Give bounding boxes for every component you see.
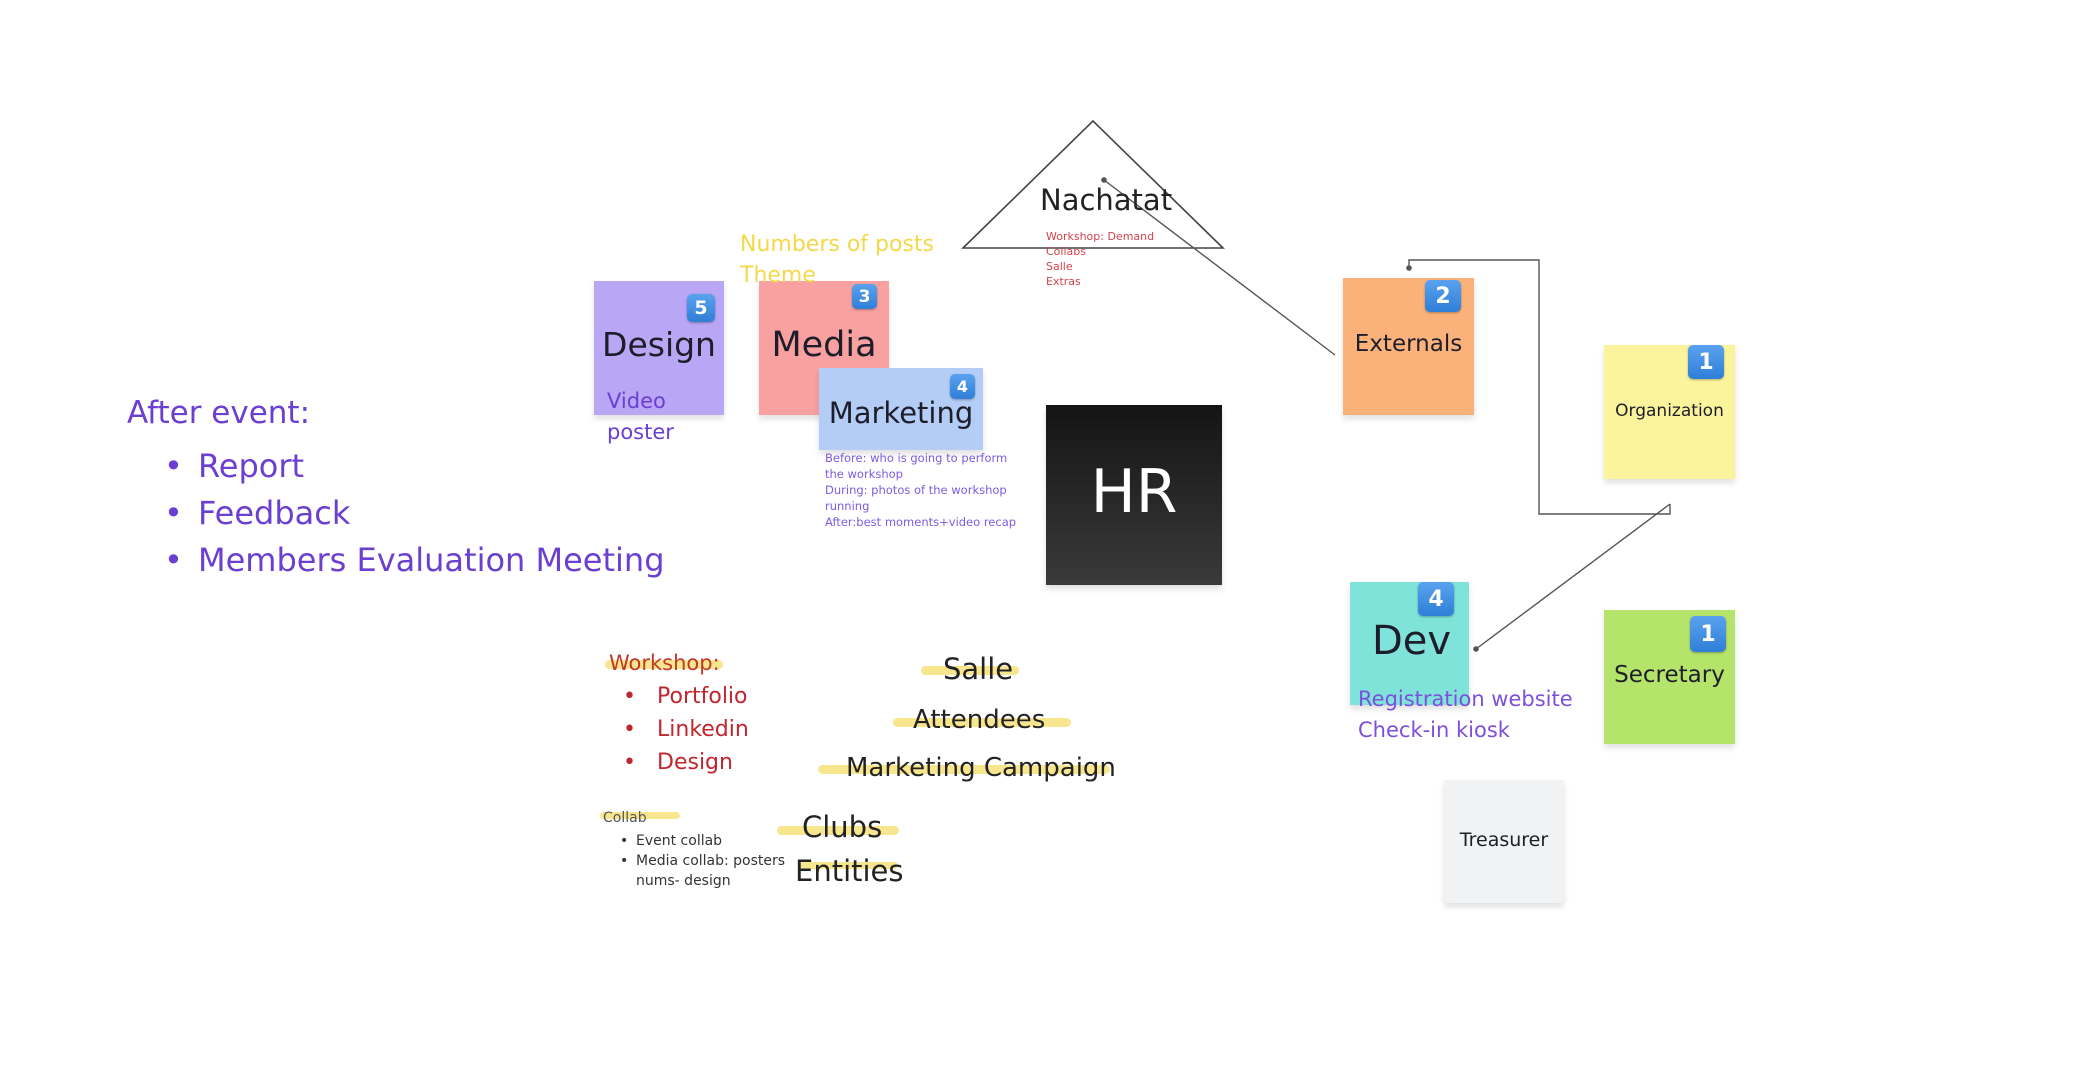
list-item: Feedback xyxy=(198,490,665,537)
nachatat-note: Workshop: Demand xyxy=(1046,230,1155,243)
list-item: •Media collab: posters xyxy=(620,853,786,869)
number-badge: 2 xyxy=(1425,280,1461,312)
subnote: poster xyxy=(607,420,674,444)
highlight-stroke xyxy=(893,718,1071,727)
marketing-note: Before: who is going to perform xyxy=(825,451,1008,465)
design-subnotes: Video poster xyxy=(607,386,674,448)
list-item: •Event collab xyxy=(620,833,723,849)
sticky-note-design[interactable]: 5 Design xyxy=(594,281,724,415)
keyword-marketing-campaign: Marketing Campaign xyxy=(846,753,1116,783)
after-event-list: Report Feedback Members Evaluation Meeti… xyxy=(198,443,665,584)
nachatat-note: Extras xyxy=(1046,275,1081,288)
keyword-clubs: Clubs xyxy=(802,810,883,844)
note-label: Design xyxy=(602,325,716,364)
media-notes: Numbers of posts Theme xyxy=(740,229,934,291)
list-item: Design xyxy=(657,746,749,779)
media-note: Numbers of posts xyxy=(740,232,935,257)
list-item: Members Evaluation Meeting xyxy=(198,537,665,584)
subnote: Video xyxy=(607,389,666,413)
marketing-notes: Before: who is going to perform the work… xyxy=(825,450,1016,530)
list-item-text: Media collab: posters xyxy=(636,853,786,869)
nachatat-note: Salle xyxy=(1046,260,1073,273)
number-badge: 3 xyxy=(852,284,877,309)
list-item-continued: nums- design xyxy=(636,873,731,889)
workshop-list: Portfolio Linkedin Design xyxy=(657,680,749,779)
sticky-note-secretary[interactable]: 1 Secretary xyxy=(1604,610,1735,744)
note-label: Treasurer xyxy=(1459,829,1549,851)
organization-to-externals-connector xyxy=(1406,259,1671,515)
highlight-stroke xyxy=(921,666,1019,675)
nachatat-note: Collabs xyxy=(1046,245,1086,258)
marketing-note: running xyxy=(825,499,870,513)
highlight-stroke xyxy=(777,826,899,835)
marketing-note: After:best moments+video recap xyxy=(825,515,1017,529)
note-label: Media xyxy=(771,325,877,365)
note-label: Marketing xyxy=(828,396,974,430)
number-badge: 4 xyxy=(950,374,975,399)
marketing-note: the workshop xyxy=(825,467,903,481)
keyword-salle: Salle xyxy=(943,652,1014,686)
workshop-title: Workshop: xyxy=(609,651,720,675)
collab-title: Collab xyxy=(603,810,647,826)
list-item: Report xyxy=(198,443,665,490)
sticky-note-organization[interactable]: 1 Organization xyxy=(1604,345,1735,479)
number-badge: 1 xyxy=(1688,345,1724,379)
externals-to-nachatat-connector xyxy=(1101,177,1336,356)
note-label: Externals xyxy=(1354,331,1463,357)
sticky-note-marketing[interactable]: 4 Marketing xyxy=(819,368,983,450)
nachatat-title: Nachatat xyxy=(1040,183,1173,217)
nachatat-triangle xyxy=(961,119,1225,249)
collab-list: •Event collab •Media collab: posters num… xyxy=(620,831,786,891)
dev-subnotes: Registration website Check-in kiosk xyxy=(1358,684,1573,746)
highlight-stroke xyxy=(600,812,680,819)
number-badge: 1 xyxy=(1690,616,1726,652)
number-badge: 5 xyxy=(687,294,715,322)
keyword-entities: Entities xyxy=(795,854,904,888)
highlight-stroke xyxy=(605,660,723,669)
list-item: Portfolio xyxy=(657,680,749,713)
sticky-note-externals[interactable]: 2 Externals xyxy=(1343,278,1474,415)
note-label: Secretary xyxy=(1614,662,1725,688)
subnote: Registration website xyxy=(1358,687,1573,711)
after-event-title: After event: xyxy=(127,395,311,431)
subnote: Check-in kiosk xyxy=(1358,718,1510,742)
note-label: HR xyxy=(1090,457,1178,527)
list-item-text: Event collab xyxy=(636,833,723,849)
organization-to-dev-connector xyxy=(1473,503,1671,652)
note-label: Organization xyxy=(1615,401,1724,421)
highlight-stroke xyxy=(818,765,1110,774)
sticky-note-dev[interactable]: 4 Dev xyxy=(1350,582,1469,705)
number-badge: 4 xyxy=(1418,582,1454,616)
sticky-note-hr[interactable]: HR xyxy=(1046,405,1222,585)
media-note: Theme xyxy=(740,263,816,288)
nachatat-notes: Workshop: Demand Collabs Salle Extras xyxy=(1046,229,1154,289)
list-item: Linkedin xyxy=(657,713,749,746)
keyword-attendees: Attendees xyxy=(913,705,1046,735)
marketing-note: During: photos of the workshop xyxy=(825,483,1007,497)
highlight-stroke xyxy=(800,862,898,869)
note-label: Dev xyxy=(1372,618,1452,664)
sticky-note-treasurer[interactable]: Treasurer xyxy=(1444,780,1564,903)
